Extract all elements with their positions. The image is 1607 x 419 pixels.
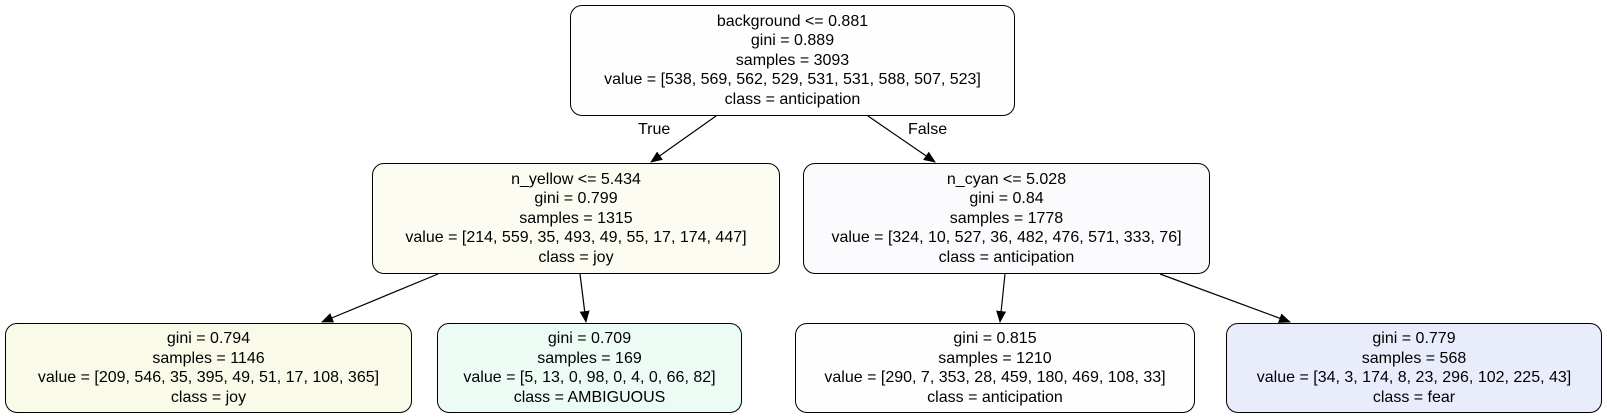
tree-leaf-left-left: gini = 0.794 samples = 1146 value = [209… [5,323,412,413]
node-value: value = [290, 7, 353, 28, 459, 180, 469,… [824,369,1166,386]
node-samples: samples = 3093 [735,51,850,69]
edge-left-to-left-left [321,273,439,323]
node-gini: gini = 0.815 [953,330,1037,347]
tree-leaf-left-right: gini = 0.709 samples = 169 value = [5, 1… [437,323,742,413]
edge-root-to-right [867,115,936,163]
node-samples: samples = 1778 [949,209,1064,227]
node-value: value = [209, 546, 35, 395, 49, 51, 17, … [37,369,380,386]
node-gini: gini = 0.794 [166,330,251,347]
node-condition: background <= 0.881 [716,12,869,30]
node-class: class = joy [538,248,614,266]
tree-node-right: n_cyan <= 5.028 gini = 0.84 samples = 17… [803,163,1210,274]
node-samples: samples = 1315 [519,209,633,227]
edge-right-to-right-right [1159,273,1291,323]
node-class: class = fear [1372,388,1456,406]
node-gini: gini = 0.779 [1372,330,1456,347]
tree-leaf-right-left: gini = 0.815 samples = 1210 value = [290… [795,323,1195,413]
node-samples: samples = 568 [1361,349,1467,367]
edge-right-to-right-left [996,273,1007,323]
edge-left-to-left-right [579,273,590,323]
node-condition: n_yellow <= 5.434 [511,170,641,188]
true-edge-label: True [638,121,671,138]
node-value: value = [5, 13, 0, 98, 0, 4, 0, 66, 82] [463,369,716,386]
tree-node-root: background <= 0.881 gini = 0.889 samples… [570,5,1015,116]
node-class: class = AMBIGUOUS [513,388,666,406]
node-gini: gini = 0.799 [534,190,618,208]
node-gini: gini = 0.709 [547,330,632,347]
node-value: value = [324, 10, 527, 36, 482, 476, 571… [831,229,1182,247]
node-condition: n_cyan <= 5.028 [946,170,1067,188]
tree-leaf-right-right: gini = 0.779 samples = 568 value = [34, … [1226,323,1602,413]
node-value: value = [214, 559, 35, 493, 49, 55, 17, … [405,229,747,247]
node-class: class = anticipation [724,90,861,108]
node-samples: samples = 1210 [938,349,1052,367]
node-samples: samples = 169 [537,349,642,367]
node-gini: gini = 0.84 [969,190,1044,208]
node-value: value = [538, 569, 562, 529, 531, 531, 5… [604,71,981,89]
node-gini: gini = 0.889 [750,32,835,50]
node-class: class = anticipation [938,248,1075,266]
node-class: class = anticipation [927,388,1063,406]
node-class: class = joy [170,388,247,406]
node-value: value = [34, 3, 174, 8, 23, 296, 102, 22… [1256,369,1572,386]
false-edge-label: False [908,121,948,138]
edge-root-to-left [650,115,717,163]
node-samples: samples = 1146 [152,349,265,367]
tree-node-left: n_yellow <= 5.434 gini = 0.799 samples =… [372,163,780,274]
